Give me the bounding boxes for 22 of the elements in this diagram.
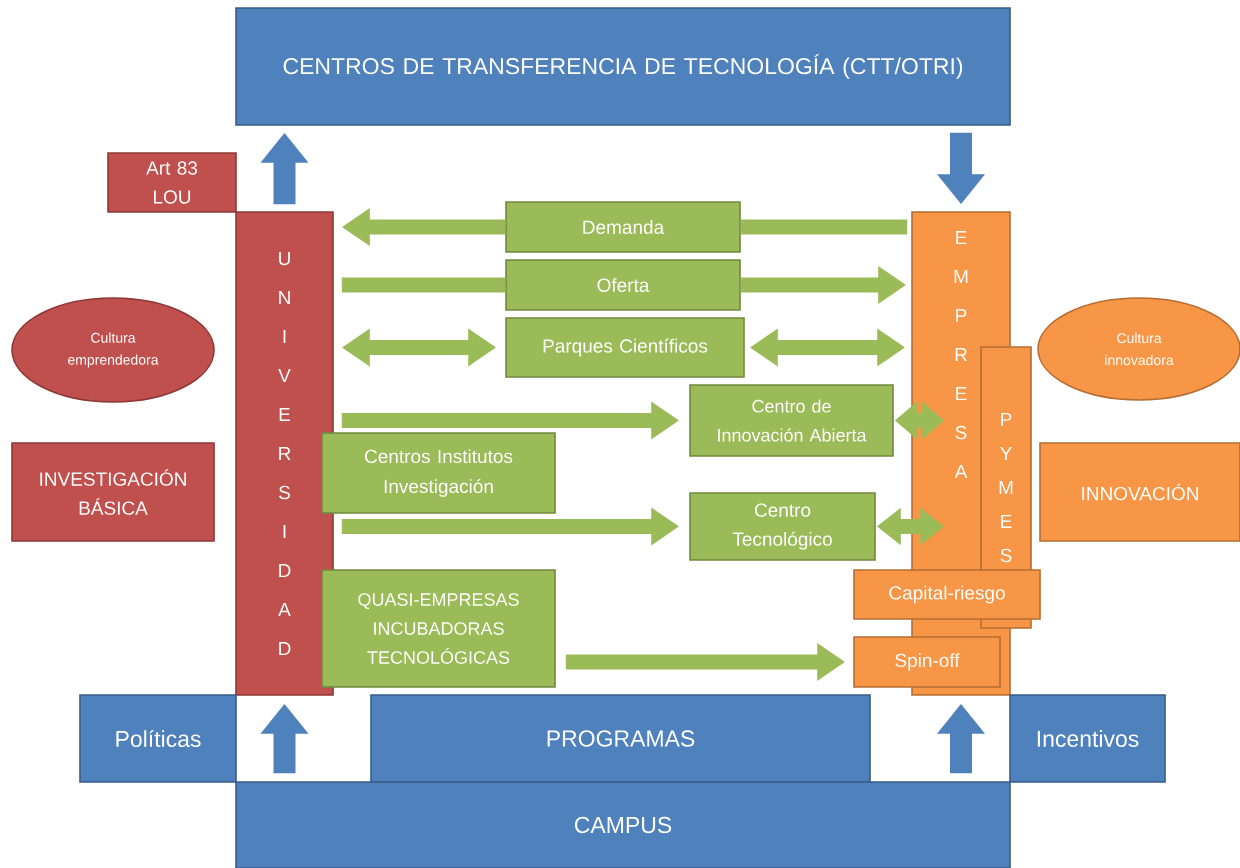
flow-box: Centros Institutos Investigación [321, 432, 556, 514]
oval: Cultura emprendedora [11, 297, 215, 403]
footer-bar: CAMPUS [235, 781, 1011, 868]
oval: Cultura innovadora [1037, 297, 1240, 401]
tag-box: Spin-off [853, 636, 1001, 688]
flow-box: Oferta [505, 259, 741, 311]
flow-box: QUASI-EMPRESAS INCUBADORAS TECNOLÓGICAS [321, 569, 556, 688]
side-box: Políticas [79, 694, 237, 783]
side-box: INNOVACIÓN [1039, 442, 1240, 542]
flow-box: Centro de Innovación Abierta [689, 384, 894, 457]
tag-box: Capital-riesgo [853, 569, 1041, 620]
banner-box: PROGRAMAS [370, 694, 871, 783]
note-box: Art 83 LOU [107, 152, 237, 213]
side-box: INVESTIGACIÓN BÁSICA [11, 442, 215, 542]
side-box: Incentivos [1009, 694, 1166, 783]
header-box: CENTROS DE TRANSFERENCIA DE TECNOLOGÍA (CTT/OTRI) [235, 7, 1011, 126]
flow-box: Demanda [505, 201, 741, 253]
flow-box: Parques Científicos [505, 317, 745, 378]
connector-bar [341, 277, 506, 293]
flow-box: Centro Tecnológico [689, 492, 876, 561]
connector-bar [740, 219, 908, 235]
column-box: UNIVERSIDAD [235, 211, 334, 696]
